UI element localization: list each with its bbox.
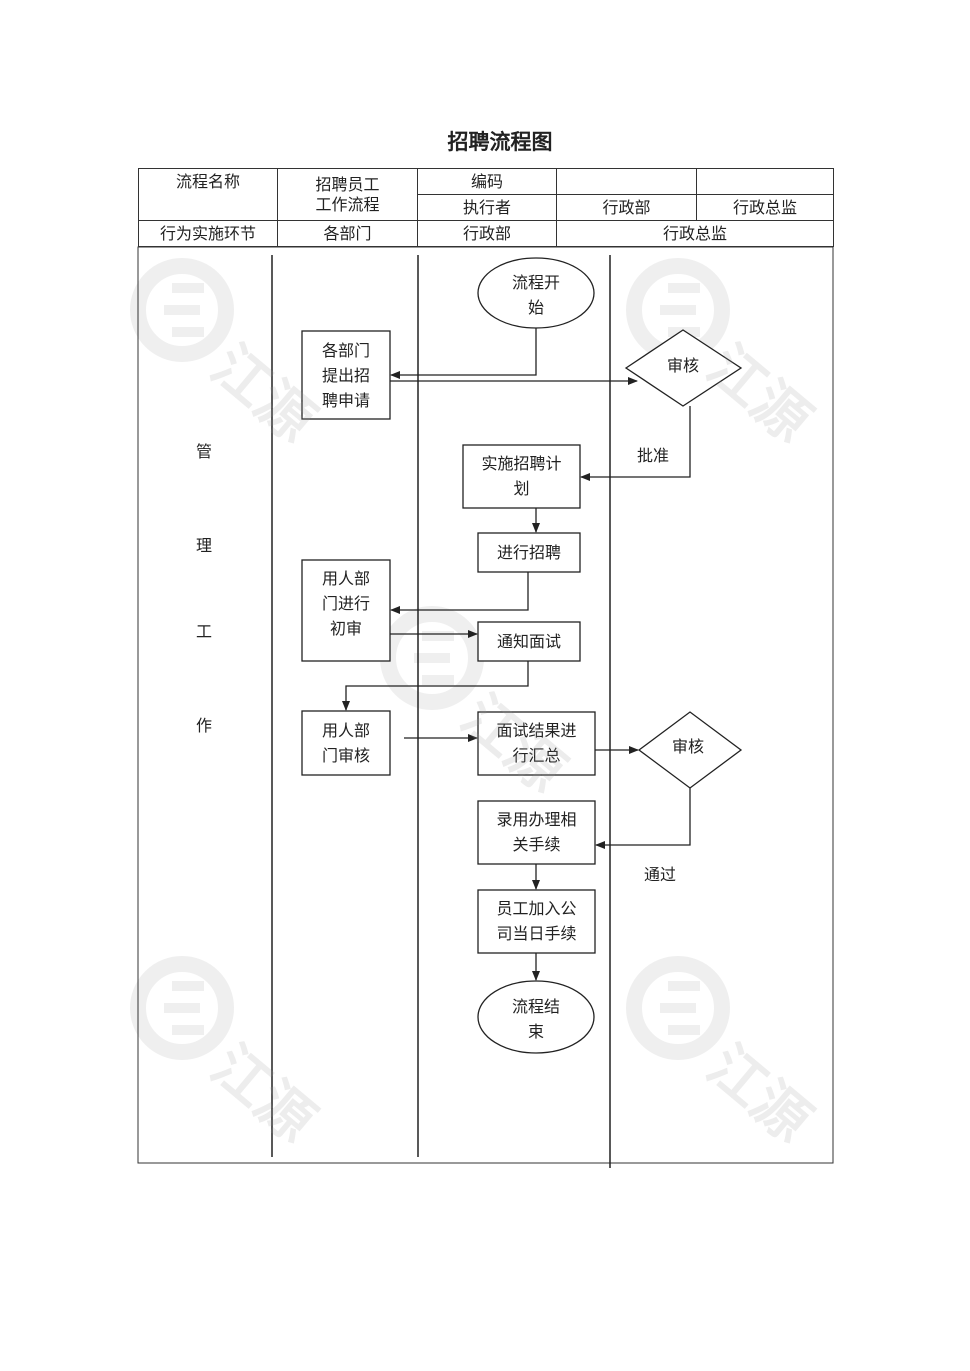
- join-procedure-label-line: 员工加入公: [496, 899, 577, 918]
- summary-label-line: 行汇总: [512, 746, 561, 765]
- join-procedure-label: 员工加入公 司当日手续: [478, 896, 595, 946]
- implement-plan-label-line: 划: [513, 479, 530, 498]
- dept-review-node: [301, 710, 391, 776]
- page-title: 招聘流程图: [447, 130, 553, 154]
- notify-interview-label-line: 通知面试: [496, 632, 561, 651]
- end-node: [477, 980, 595, 1054]
- header-table: 流程名称 招聘员工 工作流程 编码 执行者 行政部 行政总监 行为实施环节 各部…: [138, 168, 834, 247]
- recruit-label-line: 进行招聘: [496, 543, 561, 562]
- dept-apply-label-line: 聘申请: [321, 391, 370, 410]
- process-name-line1: 招聘员工: [315, 174, 380, 194]
- edge-review-2-to-hire: [595, 788, 691, 849]
- implement-plan-label: 实施招聘计 划: [463, 451, 580, 501]
- dept-first-review-label-line: 用人部: [321, 569, 370, 588]
- code-value-2: [696, 168, 834, 195]
- dept-first-review-label: 用人部 门进行 初审: [302, 566, 390, 641]
- dept-first-review-label-line: 初审: [329, 619, 362, 638]
- review-2-label: 审核: [645, 734, 731, 759]
- dept-first-review-label-line: 门进行: [321, 594, 370, 613]
- implement-plan-node: [462, 444, 581, 509]
- side-label-char-1: 管: [196, 442, 213, 461]
- lane-header-2: 行政部: [417, 220, 557, 247]
- hire-procedure-label-line: 关手续: [512, 835, 561, 854]
- edge-review-to-plan: [580, 406, 691, 481]
- start-label: 流程开 始: [478, 270, 594, 320]
- dept-apply-label-line: 提出招: [321, 366, 370, 385]
- summary-label: 面试结果进 行汇总: [478, 718, 595, 768]
- hire-procedure-node: [477, 800, 596, 865]
- dept-review-label: 用人部 门审核: [302, 718, 390, 768]
- edge-notify-to-dept-review: [342, 661, 529, 711]
- review-1-label: 审核: [640, 353, 726, 378]
- watermark-logo: [138, 266, 722, 1052]
- side-label-char-2: 理: [196, 536, 213, 555]
- review-1-label-line: 审核: [666, 356, 699, 375]
- hire-procedure-label: 录用办理相 关手续: [478, 807, 595, 857]
- side-label-char-4: 作: [196, 716, 213, 735]
- end-label-line: 束: [527, 1022, 544, 1041]
- review-2-label-line: 审核: [671, 737, 704, 756]
- start-label-line: 始: [527, 298, 544, 317]
- dept-first-review-node: [301, 559, 391, 662]
- edge-recruit-to-first-review: [390, 572, 529, 614]
- join-procedure-label-line: 司当日手续: [496, 924, 577, 943]
- edge-start-to-apply: [390, 328, 537, 379]
- join-procedure-node: [477, 889, 596, 954]
- summary-node: [477, 711, 596, 776]
- edge-label-approve: 批准: [637, 446, 670, 465]
- end-label: 流程结 束: [478, 994, 594, 1044]
- executor-2: 行政总监: [696, 194, 834, 221]
- lane-header-3: 行政总监: [556, 220, 834, 247]
- body-frame: [137, 246, 834, 1164]
- lane-header-1: 各部门: [277, 220, 418, 247]
- recruit-node: [477, 532, 581, 573]
- code-value: [556, 168, 697, 195]
- dept-review-label-line: 用人部: [321, 721, 370, 740]
- stage-label: 行为实施环节: [138, 220, 278, 247]
- dept-apply-label-line: 各部门: [321, 341, 370, 360]
- review-1-node: [624, 329, 743, 407]
- summary-label-line: 面试结果进: [496, 721, 577, 740]
- review-2-node: [637, 711, 743, 789]
- recruit-label: 进行招聘: [478, 540, 580, 565]
- notify-interview-node: [477, 621, 581, 662]
- edge-label-pass: 通过: [644, 865, 677, 884]
- implement-plan-label-line: 实施招聘计: [481, 454, 562, 473]
- process-name-line2: 工作流程: [315, 194, 380, 214]
- process-name-value: 招聘员工 工作流程: [277, 168, 418, 221]
- dept-apply-label: 各部门 提出招 聘申请: [302, 338, 390, 413]
- process-name-label: 流程名称: [138, 168, 278, 221]
- dept-review-label-line: 门审核: [321, 746, 370, 765]
- hire-procedure-label-line: 录用办理相: [496, 810, 577, 829]
- end-label-line: 流程结: [511, 997, 560, 1016]
- notify-interview-label: 通知面试: [478, 629, 580, 654]
- side-label-char-3: 工: [196, 622, 213, 641]
- start-label-line: 流程开: [511, 273, 560, 292]
